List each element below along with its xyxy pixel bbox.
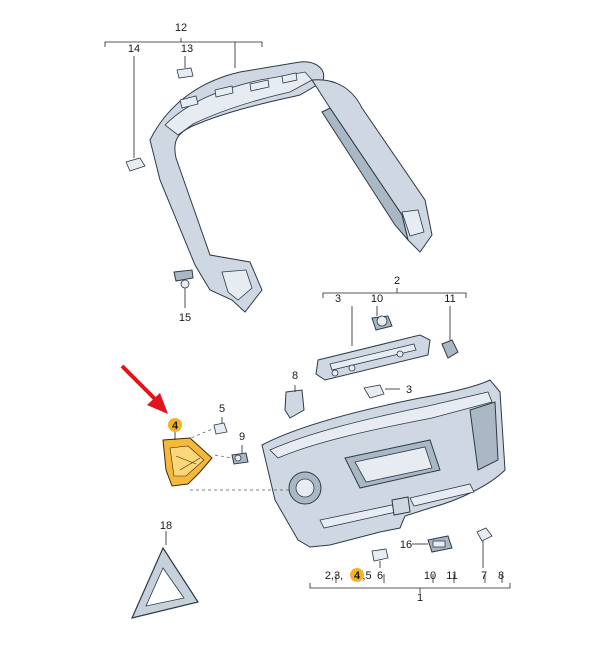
clip-10-upper <box>371 315 393 331</box>
group-4-badge <box>350 568 364 582</box>
callout-group-highlight: 4 <box>354 570 361 582</box>
callout-14: 14 <box>128 43 140 55</box>
callout-13: 13 <box>181 43 193 55</box>
callout-4-badge <box>168 418 182 432</box>
clip-3-lower <box>363 384 385 399</box>
callout-7: 7 <box>481 570 487 582</box>
callout-8-lower: 8 <box>498 570 504 582</box>
callout-11-lower: 11 <box>446 570 457 582</box>
callout-6: 6 <box>377 570 383 582</box>
callout-2: 2 <box>394 275 400 287</box>
highlighted-cover-4 <box>162 437 213 487</box>
clip-7 <box>476 527 493 542</box>
callout-16: 16 <box>400 539 412 551</box>
callout-12: 12 <box>175 22 187 34</box>
screw-15 <box>173 269 194 289</box>
callout-4: 4 <box>172 420 179 432</box>
callout-10-upper: 10 <box>371 293 383 305</box>
callout-9: 9 <box>239 431 245 443</box>
callout-3-lower: 3 <box>406 384 412 396</box>
callout-10-lower: 10 <box>424 570 436 582</box>
pointer-arrow <box>120 364 168 414</box>
callout-18: 18 <box>160 520 172 532</box>
clip-6 <box>371 548 389 562</box>
clip-13 <box>176 67 194 79</box>
warning-triangle-18 <box>130 531 199 619</box>
handle-trim <box>315 334 431 381</box>
callout-1: 1 <box>417 592 423 604</box>
clip-8 <box>284 389 305 419</box>
callout-3-upper: 3 <box>335 293 341 305</box>
clip-5 <box>213 422 228 435</box>
callout-group-suffix: ,5 <box>362 570 371 582</box>
tailgate-lower-trim <box>261 379 506 548</box>
callout-15: 15 <box>179 312 191 324</box>
upper-leaders <box>104 38 263 308</box>
clip-14 <box>125 157 146 172</box>
clip-11-upper <box>441 339 459 359</box>
assembly-dashed-lines <box>185 427 290 491</box>
panel-leaders <box>221 385 511 593</box>
callout-group-prefix: 2,3, <box>325 570 343 582</box>
clip-16 <box>427 535 453 553</box>
callout-labels: 12 14 13 15 2 3 10 11 8 3 5 9 4 16 18 2,… <box>128 22 504 604</box>
handle-leaders <box>322 288 467 390</box>
callout-11-upper: 11 <box>444 293 455 305</box>
callout-5: 5 <box>219 403 225 415</box>
screw-9 <box>231 452 249 465</box>
callout-8-upper: 8 <box>292 370 298 382</box>
upper-frame-trim <box>149 61 433 313</box>
